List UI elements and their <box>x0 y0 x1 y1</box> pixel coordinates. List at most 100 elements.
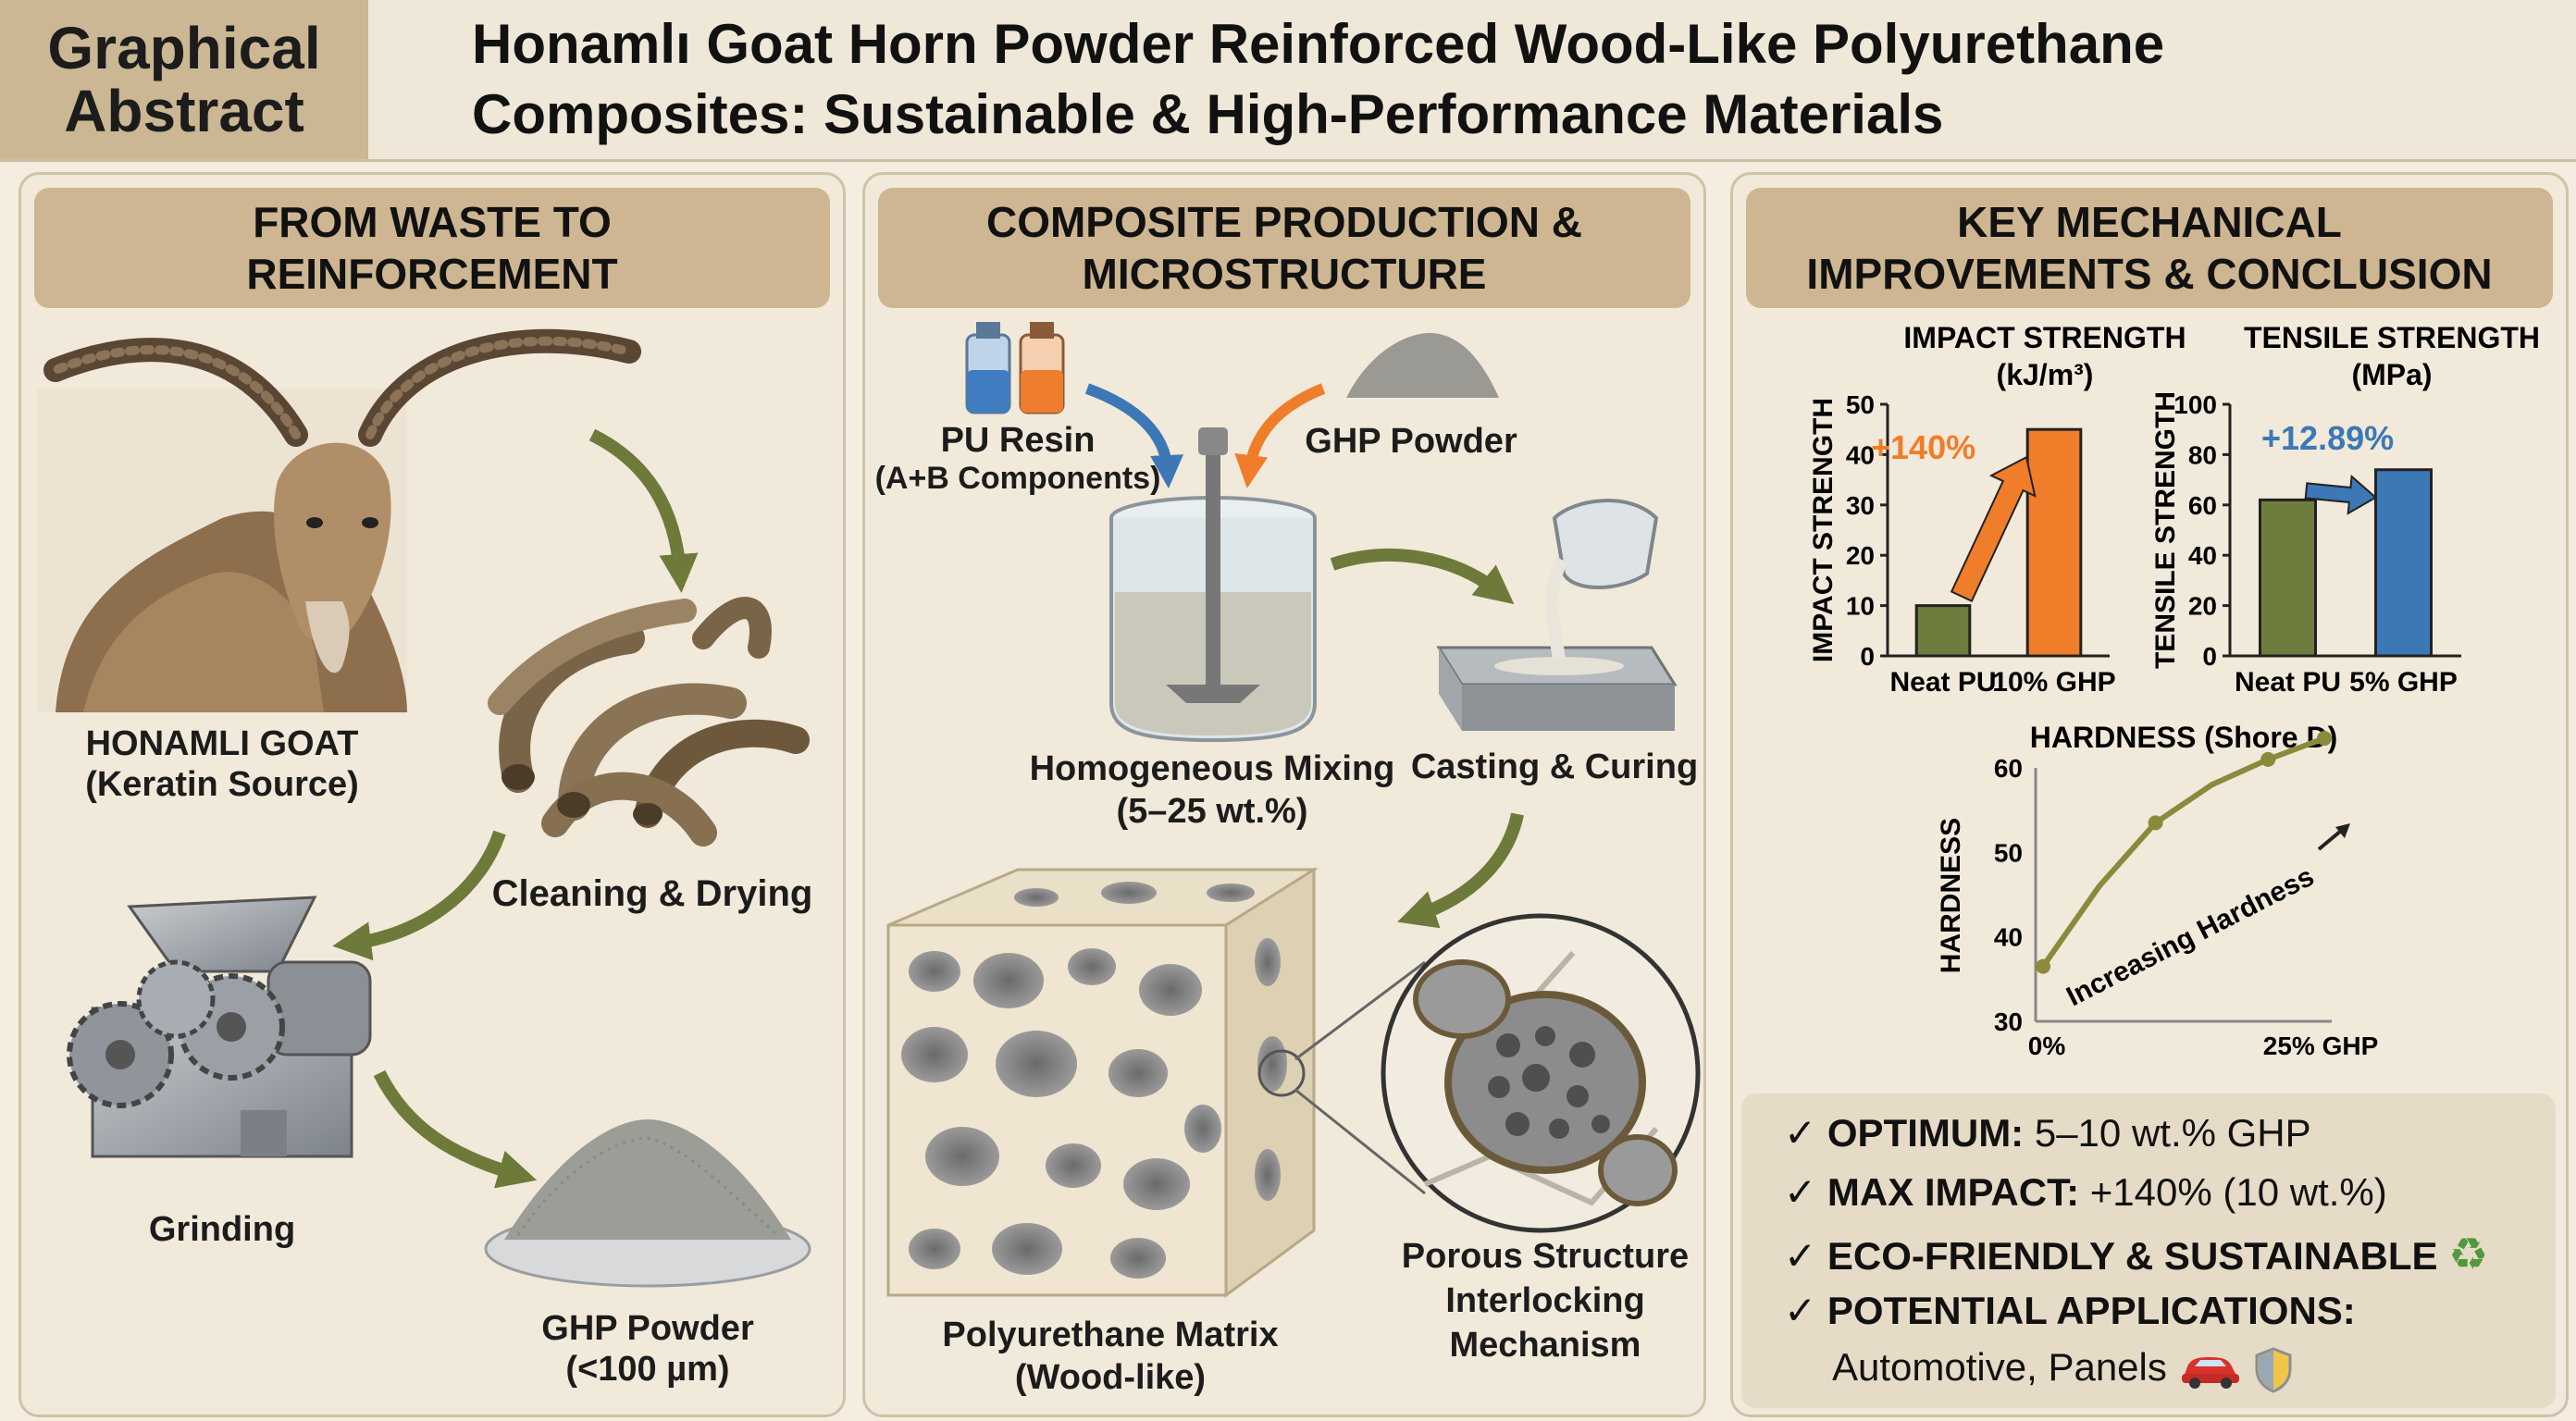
ghp-powder-pile-icon <box>1346 333 1499 398</box>
page-title: Honamlı Goat Horn Powder Reinforced Wood… <box>472 9 2545 150</box>
ghp-powder-size: (<100 µm) <box>565 1350 730 1389</box>
chart-point <box>2260 751 2276 767</box>
chart-x-tick-label: Neat PU <box>2235 667 2341 698</box>
porous-line-1: Porous Structure <box>1401 1237 1690 1276</box>
horns-pile-illustration <box>488 597 810 846</box>
porous-line-2: Interlocking <box>1445 1281 1645 1320</box>
arrow-grinder-to-powder <box>373 1069 538 1189</box>
panel1-head-line-1: FROM WASTE TO <box>253 198 612 246</box>
chart-y-tick-label: 40 <box>1846 440 1875 469</box>
mixing-beaker-illustration <box>1109 427 1317 743</box>
matrix-sub: (Wood-like) <box>1014 1358 1207 1397</box>
chart-y-tick-label: 0 <box>1860 642 1875 671</box>
chart-x-tick-label: 5% GHP <box>2349 667 2458 698</box>
check-text: 5–10 wt.% GHP <box>2024 1111 2311 1155</box>
pu-resin-name: PU Resin <box>940 421 1096 460</box>
chart-ylabel: TENSILE STRENGTH <box>2150 391 2181 669</box>
chart-point <box>2036 958 2050 974</box>
chart-point <box>2317 731 2332 747</box>
check-icon: ✓ <box>1784 1170 1817 1214</box>
shield-icon <box>2255 1347 2292 1393</box>
chart-x-tick-label: 10% GHP <box>1992 667 2115 698</box>
check-icon: ✓ <box>1784 1111 1817 1155</box>
panel3-head-line-2: IMPROVEMENTS & CONCLUSION <box>1806 250 2493 298</box>
chart-bar <box>2025 427 2083 658</box>
goat-illustration <box>37 328 641 712</box>
chart-ylabel: IMPACT STRENGTH <box>1808 398 1839 662</box>
chart-ylabel: HARDNESS <box>1936 818 1966 973</box>
arrow-horns-to-grinder <box>332 830 506 961</box>
label-line-2: Abstract <box>64 78 304 144</box>
chart-title: TENSILE STRENGTH <box>2244 321 2540 354</box>
recycle-icon: ♻ <box>2448 1230 2489 1279</box>
check-optimum: ✓ OPTIMUM: 5–10 wt.% GHP <box>1784 1110 2311 1155</box>
ghp-powder-dish-illustration <box>484 1119 811 1288</box>
chart-series-line <box>2040 735 2326 969</box>
mixing-label: Homogeneous Mixing (5–25 wt.%) <box>1018 748 1406 833</box>
chart-y-tick-label: 50 <box>1994 838 2023 867</box>
arrow-resin-to-mixer <box>1084 383 1184 488</box>
casting-curing-label: Casting & Curing <box>1410 748 1699 786</box>
panel2-header: COMPOSITE PRODUCTION & MICROSTRUCTURE <box>878 188 1690 308</box>
chart-y-tick-label: 30 <box>1846 491 1875 520</box>
title-line-2: Composites: Sustainable & High-Performan… <box>472 83 1944 145</box>
chart-annotation-arrow <box>2317 829 2343 851</box>
chart-arrow <box>1950 455 2037 602</box>
pu-resin-bottles-icon <box>965 322 1065 414</box>
chart-bar <box>1914 604 1972 658</box>
chart-annotation: +12.89% <box>2261 419 2394 457</box>
chart-title: IMPACT STRENGTH <box>1903 321 2186 354</box>
chart-y-tick-label: 40 <box>2188 541 2217 570</box>
header: Graphical Abstract Honamlı Goat Horn Pow… <box>0 0 2576 162</box>
chart-y-tick-label: 60 <box>1994 754 2023 783</box>
chart-y-tick-label: 0 <box>2202 642 2217 671</box>
pu-resin-components: (A+B Components) <box>874 461 1161 496</box>
ghp-powder-label: GHP Powder (<100 µm) <box>500 1308 796 1390</box>
chart-y-tick-label: 60 <box>2188 491 2217 520</box>
chart-x-tick-label: 25% GHP <box>2263 1032 2379 1060</box>
goat-name: HONAMLI GOAT <box>85 724 359 763</box>
check-icon: ✓ <box>1784 1234 1817 1278</box>
label-line-1: Graphical <box>47 15 321 81</box>
arrow-mixer-to-casting <box>1330 549 1515 605</box>
chart-x-tick-label: Neat PU <box>1889 667 1996 698</box>
panel1-head-line-2: REINFORCEMENT <box>246 250 618 298</box>
applications-line: Automotive, Panels <box>1832 1345 2294 1393</box>
graphical-abstract-label: Graphical Abstract <box>0 0 368 159</box>
arrow-powder-to-mixer <box>1234 383 1326 488</box>
grinder-machine-illustration <box>67 896 372 1158</box>
check-eco-friendly: ✓ ECO-FRIENDLY & SUSTAINABLE ♻ <box>1784 1229 2488 1280</box>
chart-y-tick-label: 80 <box>2188 440 2217 469</box>
check-icon: ✓ <box>1784 1289 1817 1332</box>
chart-subtitle: (kJ/m³) <box>1997 358 2094 391</box>
chart-y-tick-label: 10 <box>1846 592 1875 621</box>
applications-text: Automotive, Panels <box>1832 1345 2167 1389</box>
matrix-label: Polyurethane Matrix (Wood-like) <box>925 1314 1295 1399</box>
arrow-goat-to-horns <box>588 428 699 593</box>
check-key: MAX IMPACT: <box>1827 1170 2080 1214</box>
chart-y-tick-label: 100 <box>2174 390 2217 419</box>
grinding-label: Grinding <box>148 1210 296 1249</box>
check-max-impact: ✓ MAX IMPACT: +140% (10 wt.%) <box>1784 1169 2387 1215</box>
cleaning-drying-label: Cleaning & Drying <box>491 873 813 914</box>
conclusion-box <box>1741 1094 2556 1408</box>
casting-mold-illustration <box>1436 499 1678 731</box>
goat-label: HONAMLI GOAT (Keratin Source) <box>37 723 407 805</box>
porous-structure-zoom-illustration <box>1381 913 1701 1233</box>
chart-y-tick-label: 20 <box>2188 592 2217 621</box>
panel2-head-line-1: COMPOSITE PRODUCTION & <box>985 198 1583 246</box>
chart-bar <box>2374 468 2433 658</box>
panel3-header: KEY MECHANICAL IMPROVEMENTS & CONCLUSION <box>1746 188 2553 308</box>
check-key: POTENTIAL APPLICATIONS: <box>1827 1289 2356 1332</box>
check-applications: ✓ POTENTIAL APPLICATIONS: <box>1784 1288 2356 1333</box>
chart-arrow <box>2304 475 2378 515</box>
chart-bar <box>2259 498 2317 658</box>
panel1-header: FROM WASTE TO REINFORCEMENT <box>34 188 830 308</box>
check-key: ECO-FRIENDLY & SUSTAINABLE <box>1827 1234 2438 1278</box>
chart-annotation: +140% <box>1871 428 1975 466</box>
title-line-1: Honamlı Goat Horn Powder Reinforced Wood… <box>472 13 2165 75</box>
car-icon <box>2181 1356 2239 1389</box>
chart-subtitle: (MPa) <box>2351 358 2432 391</box>
check-text: +140% (10 wt.%) <box>2079 1170 2387 1214</box>
